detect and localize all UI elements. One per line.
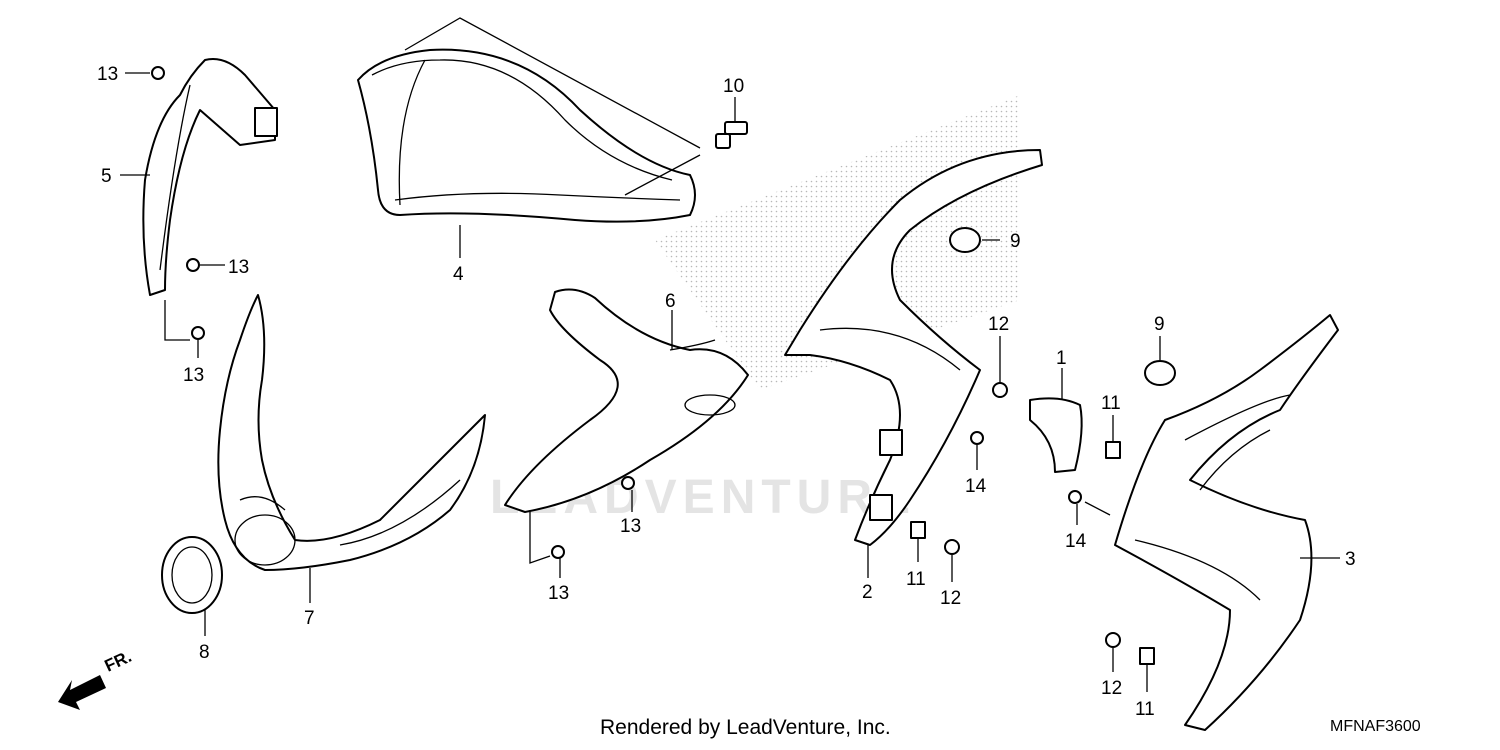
callout-1: 1 bbox=[1056, 348, 1067, 369]
leader-14b-side bbox=[1084, 501, 1111, 516]
part-10-bolt[interactable] bbox=[715, 121, 748, 149]
part-7-headlight-cover[interactable] bbox=[217, 294, 486, 571]
part-11-clip-c[interactable] bbox=[1139, 647, 1155, 665]
part-11-clip-b[interactable] bbox=[910, 521, 926, 539]
part-12-screw-c[interactable] bbox=[1105, 632, 1121, 648]
callout-12b: 12 bbox=[940, 588, 961, 609]
callout-13b: 13 bbox=[228, 257, 249, 278]
front-arrow-icon bbox=[58, 675, 106, 710]
direction-label: FR. bbox=[102, 647, 135, 676]
callout-5: 5 bbox=[101, 166, 112, 187]
part-13-screw-e[interactable] bbox=[551, 545, 565, 559]
callout-9a: 9 bbox=[1010, 231, 1021, 252]
part-11-clip-a[interactable] bbox=[1105, 441, 1121, 459]
part-12-screw-a[interactable] bbox=[992, 382, 1008, 398]
callout-13e: 13 bbox=[548, 583, 569, 604]
footer-credit: Rendered by LeadVenture, Inc. bbox=[600, 716, 891, 739]
part-13-screw-a[interactable] bbox=[151, 66, 165, 80]
callout-8: 8 bbox=[199, 642, 210, 663]
callout-9b: 9 bbox=[1154, 314, 1165, 335]
part-1-small-cover[interactable] bbox=[1029, 397, 1083, 473]
part-12-screw-b[interactable] bbox=[944, 539, 960, 555]
callout-2: 2 bbox=[862, 582, 873, 603]
leader-4-top bbox=[404, 17, 701, 149]
part-14-screw-a[interactable] bbox=[970, 431, 984, 445]
callout-4: 4 bbox=[453, 264, 464, 285]
part-9-grommet-b[interactable] bbox=[1144, 360, 1176, 386]
leader-4-bottom bbox=[624, 154, 701, 196]
part-13-screw-c[interactable] bbox=[191, 326, 205, 340]
dotted-shading bbox=[655, 95, 1020, 390]
callout-7: 7 bbox=[304, 608, 315, 629]
part-9-grommet-a[interactable] bbox=[949, 227, 981, 253]
part-13-screw-d[interactable] bbox=[621, 476, 635, 490]
callout-12c: 12 bbox=[1101, 678, 1122, 699]
callout-6: 6 bbox=[665, 291, 676, 312]
part-8-ring[interactable] bbox=[161, 536, 223, 614]
part-5-stay[interactable] bbox=[142, 58, 278, 296]
callout-11c: 11 bbox=[1135, 699, 1155, 720]
diagram-code: MFNAF3600 bbox=[1330, 718, 1421, 735]
callout-14b: 14 bbox=[1065, 531, 1087, 552]
part-2-side-cowl-inner[interactable] bbox=[784, 149, 1043, 546]
part-4-upper-cowl[interactable] bbox=[357, 48, 696, 223]
callout-13a: 13 bbox=[97, 64, 118, 85]
leader-13c bbox=[164, 300, 190, 341]
part-13-screw-b[interactable] bbox=[186, 258, 200, 272]
part-3-side-cowl-outer[interactable] bbox=[1114, 314, 1339, 731]
callout-11a: 11 bbox=[1101, 393, 1121, 414]
leader-13e bbox=[529, 510, 551, 564]
part-14-screw-b[interactable] bbox=[1068, 490, 1082, 504]
callout-10: 10 bbox=[723, 76, 744, 97]
callout-3: 3 bbox=[1345, 549, 1356, 570]
callout-12a: 12 bbox=[988, 314, 1009, 335]
callout-13d: 13 bbox=[620, 516, 641, 537]
part-6-inner-panel[interactable] bbox=[504, 288, 749, 513]
callout-11b: 11 bbox=[906, 569, 926, 590]
callout-14a: 14 bbox=[965, 476, 987, 497]
callout-13c: 13 bbox=[183, 365, 204, 386]
